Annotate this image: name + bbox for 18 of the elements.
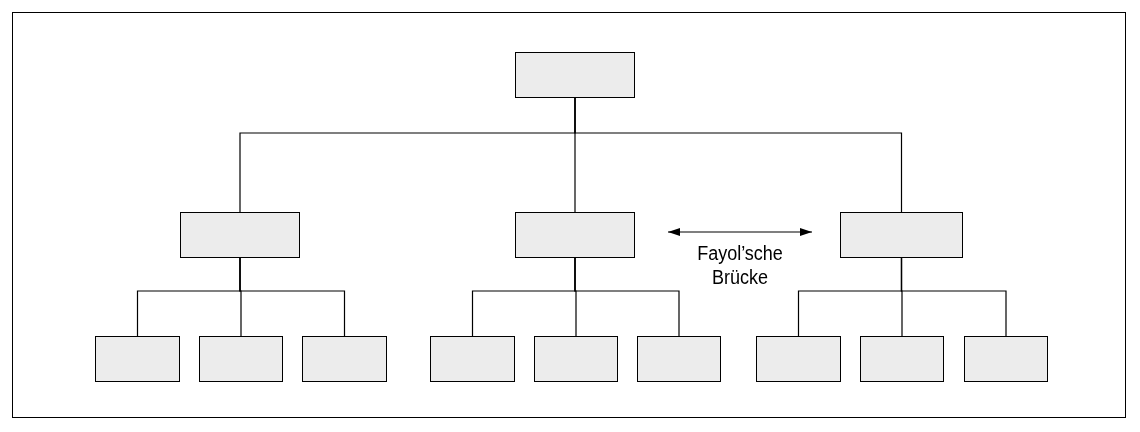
org-box	[180, 212, 300, 258]
org-box	[840, 212, 963, 258]
org-box	[964, 336, 1048, 382]
org-box	[95, 336, 180, 382]
connector-line	[900, 257, 1007, 337]
org-box	[430, 336, 515, 382]
org-box	[637, 336, 721, 382]
connector-line	[574, 97, 903, 213]
org-box	[199, 336, 283, 382]
org-box	[756, 336, 841, 382]
connector-line	[239, 257, 346, 337]
org-box	[534, 336, 618, 382]
org-box	[515, 212, 635, 258]
double-arrow	[667, 228, 813, 236]
connector-line	[574, 257, 680, 337]
org-box	[515, 52, 635, 98]
org-box	[302, 336, 387, 382]
org-box	[860, 336, 944, 382]
